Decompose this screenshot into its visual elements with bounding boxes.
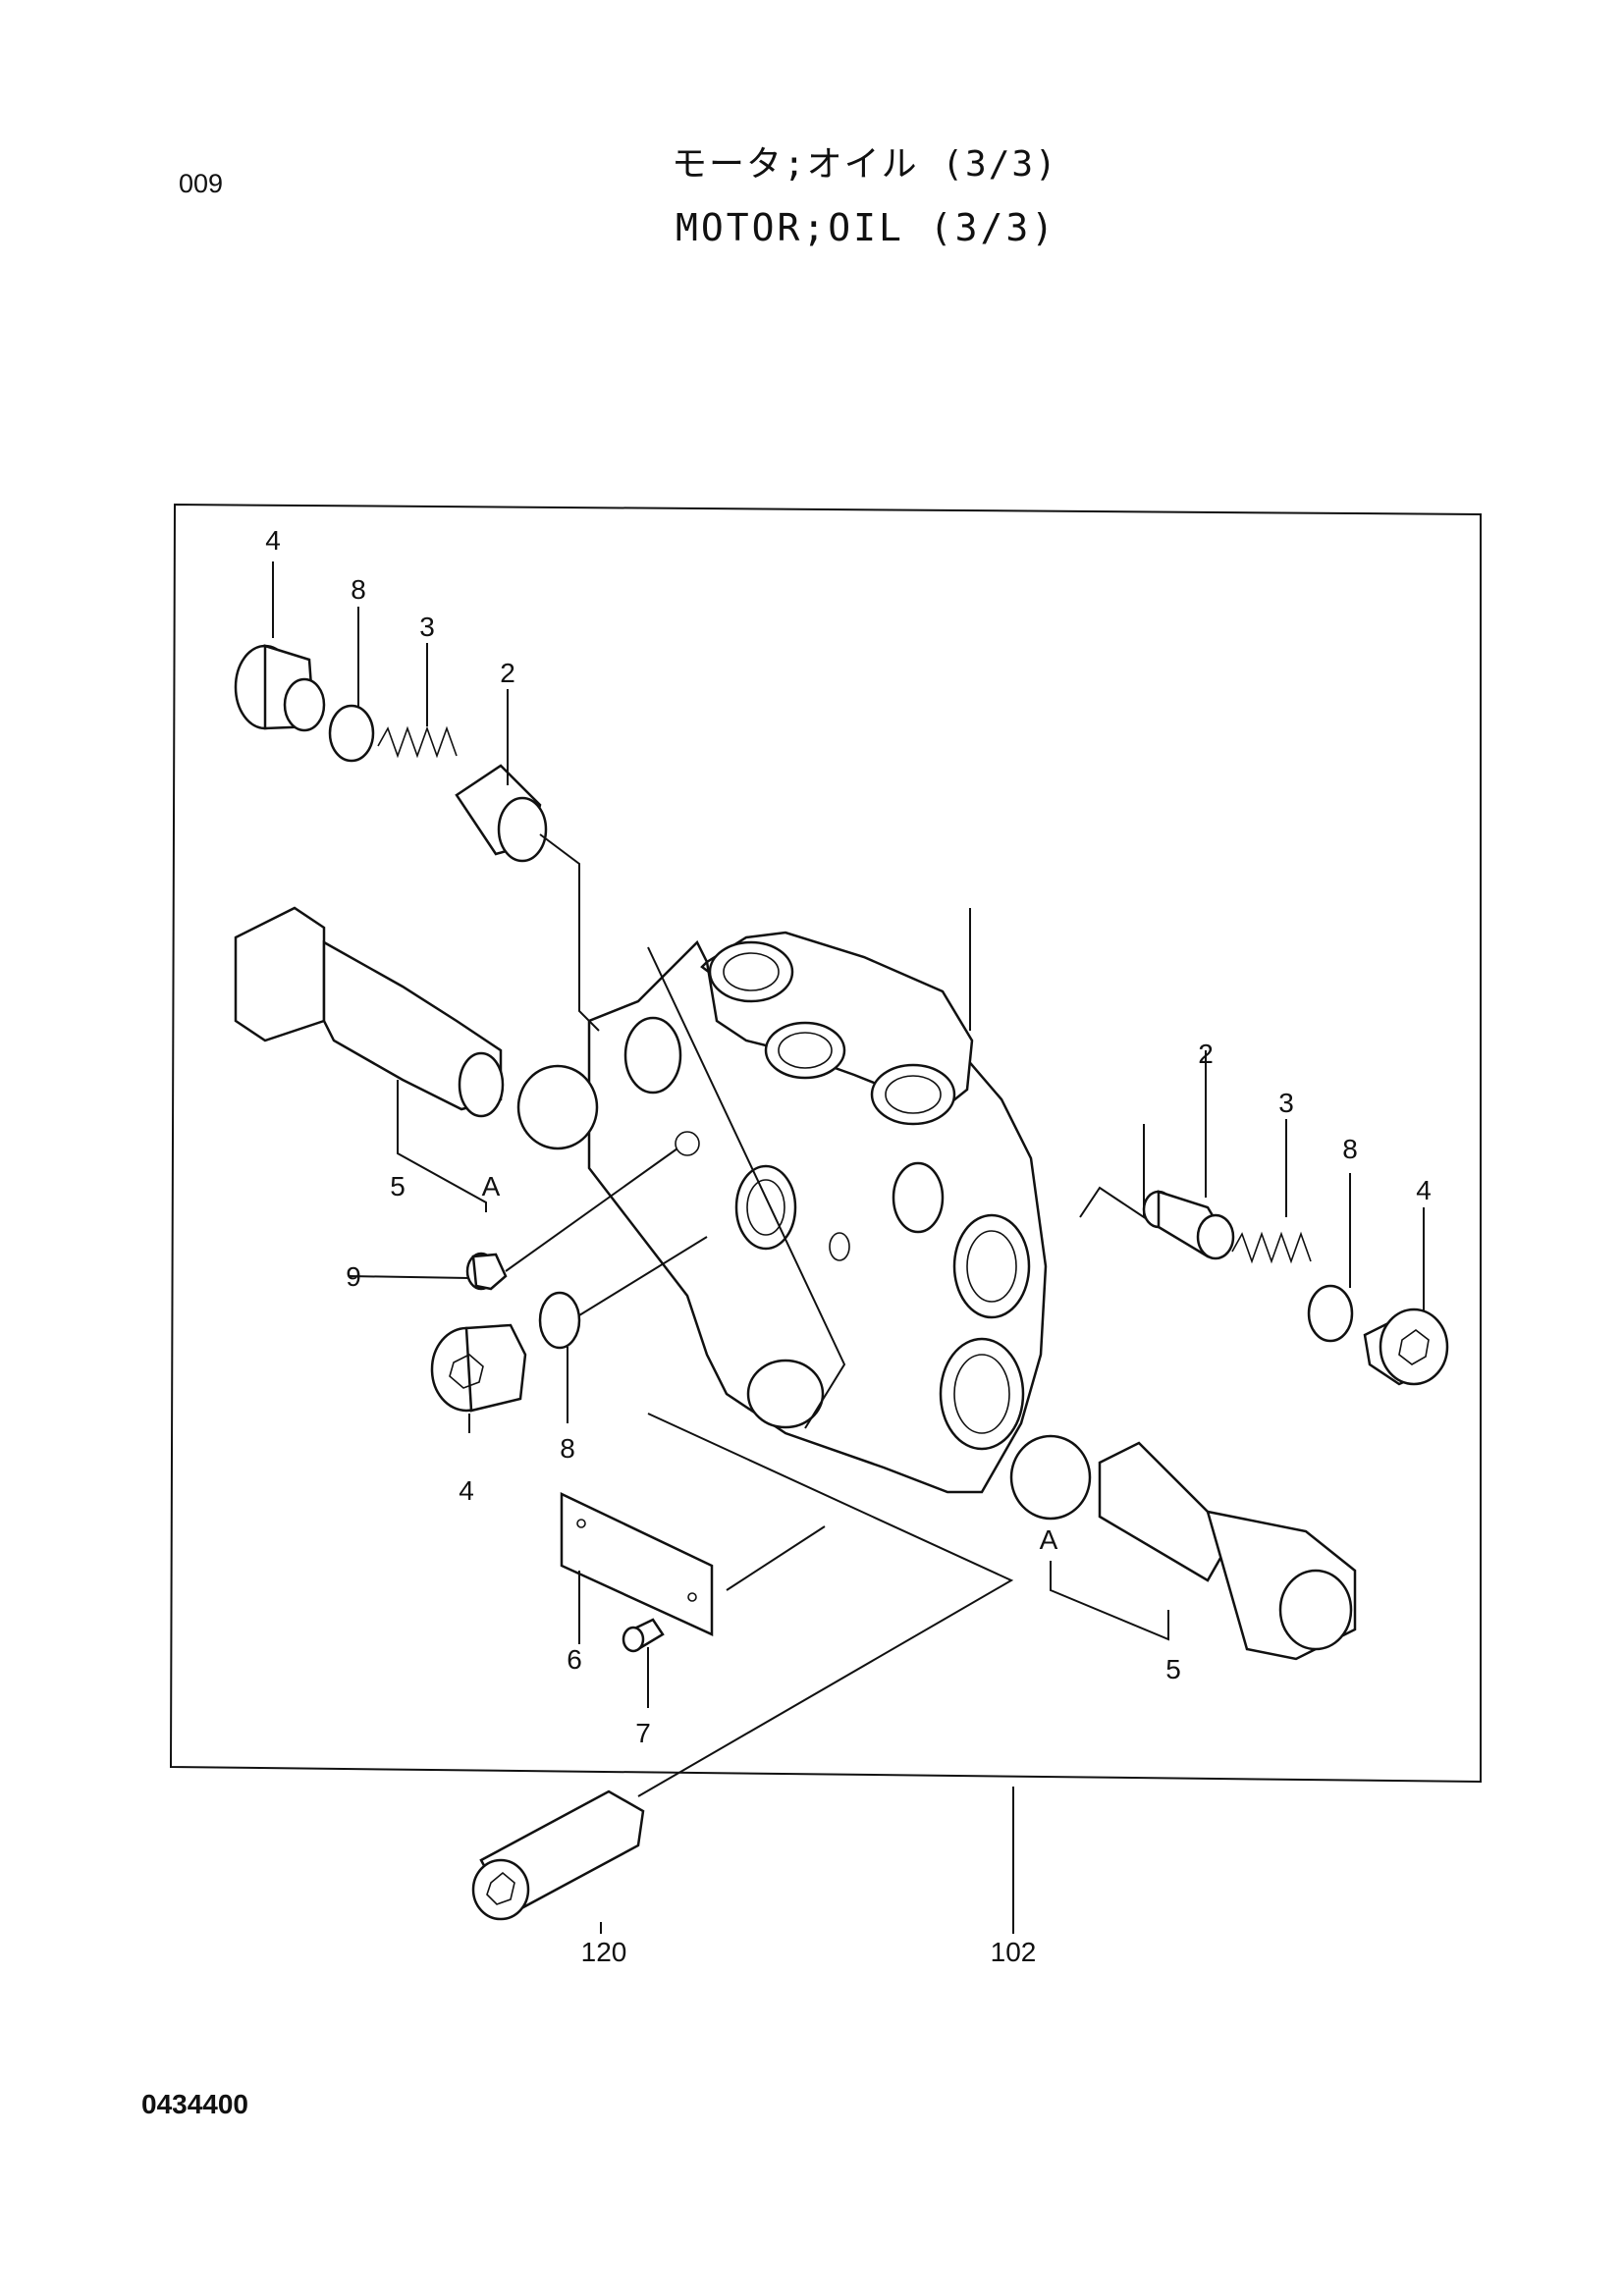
callout-3-top-left: 3 — [419, 612, 435, 642]
poppet-top-left — [455, 764, 548, 863]
callout-A-left: A — [482, 1171, 501, 1201]
callout-120: 120 — [581, 1937, 627, 1967]
callout-7: 7 — [635, 1718, 651, 1748]
backup-ring-right — [1009, 1434, 1092, 1521]
callout-5-right: 5 — [1165, 1654, 1181, 1684]
nameplate — [560, 1492, 714, 1636]
callout-4-top-left: 4 — [265, 525, 281, 556]
poppet-right — [1142, 1190, 1235, 1260]
o-ring-top-left — [328, 704, 375, 763]
callout-8-top-left: 8 — [351, 574, 366, 605]
socket-bolt-item-120 — [471, 1789, 645, 1921]
callout-2-top-left: 2 — [500, 658, 515, 688]
spring-top-left — [377, 725, 458, 759]
page-number: 009 — [179, 169, 224, 198]
screw-item-7 — [622, 1618, 665, 1653]
plug-right — [1363, 1308, 1449, 1386]
callout-8-right: 8 — [1342, 1134, 1358, 1164]
spring-right — [1231, 1231, 1312, 1264]
callout-5-left: 5 — [390, 1171, 406, 1201]
valve-body — [587, 931, 1048, 1494]
plug-mid-left — [430, 1323, 527, 1413]
callout-8-mid: 8 — [560, 1433, 575, 1464]
o-ring-right — [1307, 1284, 1354, 1343]
plug-top-left — [234, 644, 326, 732]
callout-4-right: 4 — [1416, 1175, 1432, 1205]
o-ring-mid — [538, 1291, 581, 1350]
plug-item-9 — [465, 1252, 508, 1291]
callout-3-right: 3 — [1278, 1088, 1294, 1118]
relief-valve-right — [1098, 1441, 1357, 1661]
callout-4-mid: 4 — [459, 1475, 474, 1506]
callout-102: 102 — [991, 1937, 1037, 1967]
page-title-english: MOTOR;OIL (3/3) — [676, 206, 1057, 249]
callout-6: 6 — [567, 1644, 582, 1675]
drawing-number: 0434400 — [141, 2089, 249, 2119]
callout-2-right: 2 — [1198, 1039, 1214, 1069]
backup-ring-left — [516, 1064, 599, 1150]
frame-border — [169, 503, 1482, 1784]
page-title-japanese: モータ;オイル (3/3) — [672, 144, 1058, 185]
callout-9: 9 — [346, 1261, 361, 1292]
callout-A-right: A — [1040, 1524, 1058, 1555]
relief-valve-left — [234, 906, 505, 1118]
